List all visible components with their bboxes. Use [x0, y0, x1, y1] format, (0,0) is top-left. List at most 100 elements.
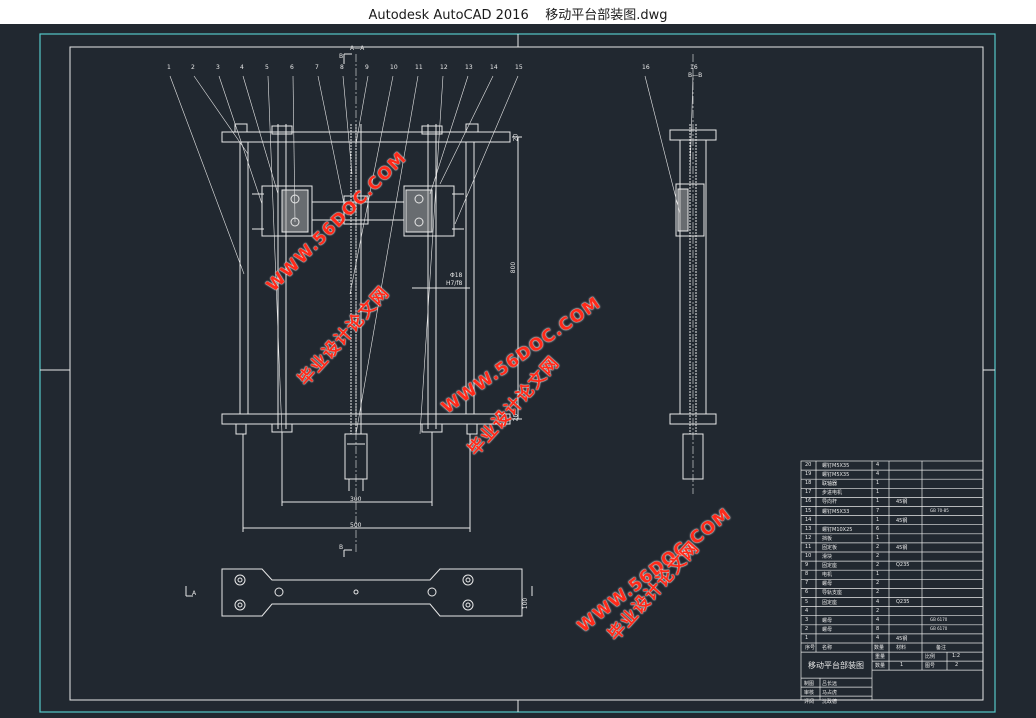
part-note-2: GB 6170	[930, 625, 948, 631]
part-no-2: 2	[805, 625, 809, 632]
part-qty-5: 4	[876, 598, 880, 605]
signer-role-0: 制图	[804, 681, 815, 688]
title-bar: Autodesk AutoCAD 2016 移动平台部装图.dwg	[0, 0, 1036, 25]
part-no-16: 16	[805, 498, 812, 505]
signer-name-2: 沈政德	[822, 699, 838, 706]
part-name-8: 电机	[822, 572, 833, 579]
part-no-1: 1	[805, 634, 809, 641]
part-no-13: 13	[805, 525, 812, 532]
part-no-14: 14	[805, 516, 812, 523]
leader-number-15: 15	[515, 64, 523, 71]
header-note: 备注	[936, 645, 947, 651]
part-no-19: 19	[805, 471, 812, 478]
part-qty-19: 4	[876, 471, 880, 478]
sheet-value: 2	[955, 662, 959, 669]
part-no-18: 18	[805, 480, 812, 487]
part-name-13: 螺钉M10X25	[822, 526, 853, 533]
file-name: 移动平台部装图.dwg	[545, 8, 668, 23]
leader-number-3: 3	[216, 64, 220, 71]
fit-tolerance: H7/f8	[446, 280, 463, 287]
scale-label: 比例	[925, 654, 936, 661]
part-no-3: 3	[805, 616, 809, 623]
part-name-18: 联轴器	[822, 481, 838, 488]
plate-view	[185, 568, 533, 617]
part-qty-17: 1	[876, 489, 880, 496]
part-no-7: 7	[805, 580, 809, 587]
signer-name-0: 吕长远	[822, 681, 838, 688]
part-note-15: GB 70-85	[930, 507, 949, 513]
part-name-12: 挡板	[822, 535, 833, 542]
drawing-name: 移动平台部装图	[808, 661, 864, 671]
app-name: Autodesk AutoCAD 2016	[368, 8, 529, 23]
part-name-11: 固定板	[822, 544, 838, 551]
side-view	[669, 54, 717, 494]
part-name-2: 螺母	[822, 626, 833, 633]
part-name-16: 导向杆	[822, 499, 838, 506]
part-qty-3: 4	[876, 616, 880, 623]
leader-number-7: 7	[315, 64, 319, 71]
dim-800: 800	[510, 261, 518, 274]
inner-frame	[69, 46, 984, 701]
part-qty-18: 1	[876, 480, 880, 487]
part-no-9: 9	[805, 562, 809, 569]
section-letter-b-bottom: B	[339, 544, 344, 551]
fit-diameter: Φ18	[450, 272, 463, 279]
scale-value: 1:2	[952, 653, 961, 660]
leader-number-6: 6	[290, 64, 294, 71]
part-qty-12: 1	[876, 534, 880, 541]
part-qty-11: 2	[876, 543, 880, 550]
part-no-8: 8	[805, 571, 809, 578]
part-qty-6: 2	[876, 589, 880, 596]
header-qty: 数量	[874, 645, 885, 651]
part-no-20: 20	[805, 462, 812, 468]
part-name-9: 固定座	[822, 563, 838, 570]
part-mat-16: 45钢	[896, 499, 908, 506]
part-qty-16: 1	[876, 498, 880, 505]
dim-500: 500	[350, 522, 362, 529]
side-leader-number-0: 16	[642, 64, 650, 71]
cad-drawing	[39, 33, 996, 713]
part-name-3: 螺母	[822, 617, 833, 624]
leader-number-9: 9	[365, 64, 369, 71]
part-name-19: 螺钉M5X35	[822, 472, 850, 479]
leader-number-12: 12	[440, 64, 448, 71]
leader-number-13: 13	[465, 64, 473, 71]
section-label-bb: B—B	[688, 72, 703, 79]
part-name-20: 螺钉M5X35	[822, 463, 850, 469]
leader-lines	[169, 75, 694, 435]
qty-label: 数量	[875, 663, 886, 670]
part-qty-9: 2	[876, 562, 880, 569]
part-name-7: 螺母	[822, 581, 833, 588]
part-qty-2: 8	[876, 625, 880, 632]
leader-number-11: 11	[415, 64, 423, 71]
part-qty-7: 2	[876, 580, 880, 587]
part-no-11: 11	[805, 543, 812, 550]
part-qty-8: 1	[876, 571, 880, 578]
part-no-17: 17	[805, 489, 812, 496]
part-mat-11: 45钢	[896, 544, 908, 551]
dim-20-top: 20	[512, 133, 520, 142]
header-name: 名称	[822, 645, 833, 651]
leader-number-4: 4	[240, 64, 244, 71]
part-qty-20: 4	[876, 462, 880, 468]
signer-role-1: 审核	[804, 690, 815, 697]
part-no-4: 4	[805, 607, 809, 614]
part-mat-5: Q235	[896, 598, 910, 605]
sheet-label: 图号	[925, 663, 936, 670]
leader-number-10: 10	[390, 64, 398, 71]
part-no-10: 10	[805, 553, 812, 559]
signer-name-1: 马占虎	[822, 690, 838, 697]
part-qty-15: 7	[876, 507, 880, 514]
leader-number-14: 14	[490, 64, 498, 71]
part-qty-1: 4	[876, 634, 880, 641]
window-title: Autodesk AutoCAD 2016 移动平台部装图.dwg	[0, 4, 1036, 23]
drawing-canvas[interactable]: A—A B—B B B A 300 500 800 20 20 100 Φ18 …	[0, 24, 1036, 718]
leader-number-8: 8	[340, 64, 344, 71]
part-mat-14: 45钢	[896, 517, 908, 524]
signer-role-2: 评阅	[804, 699, 815, 706]
part-qty-4: 2	[876, 607, 880, 614]
header-mat: 材料	[896, 645, 907, 651]
part-name-6: 导轨支座	[822, 590, 843, 597]
section-letter-b: B	[339, 53, 344, 60]
part-no-15: 15	[805, 507, 812, 514]
